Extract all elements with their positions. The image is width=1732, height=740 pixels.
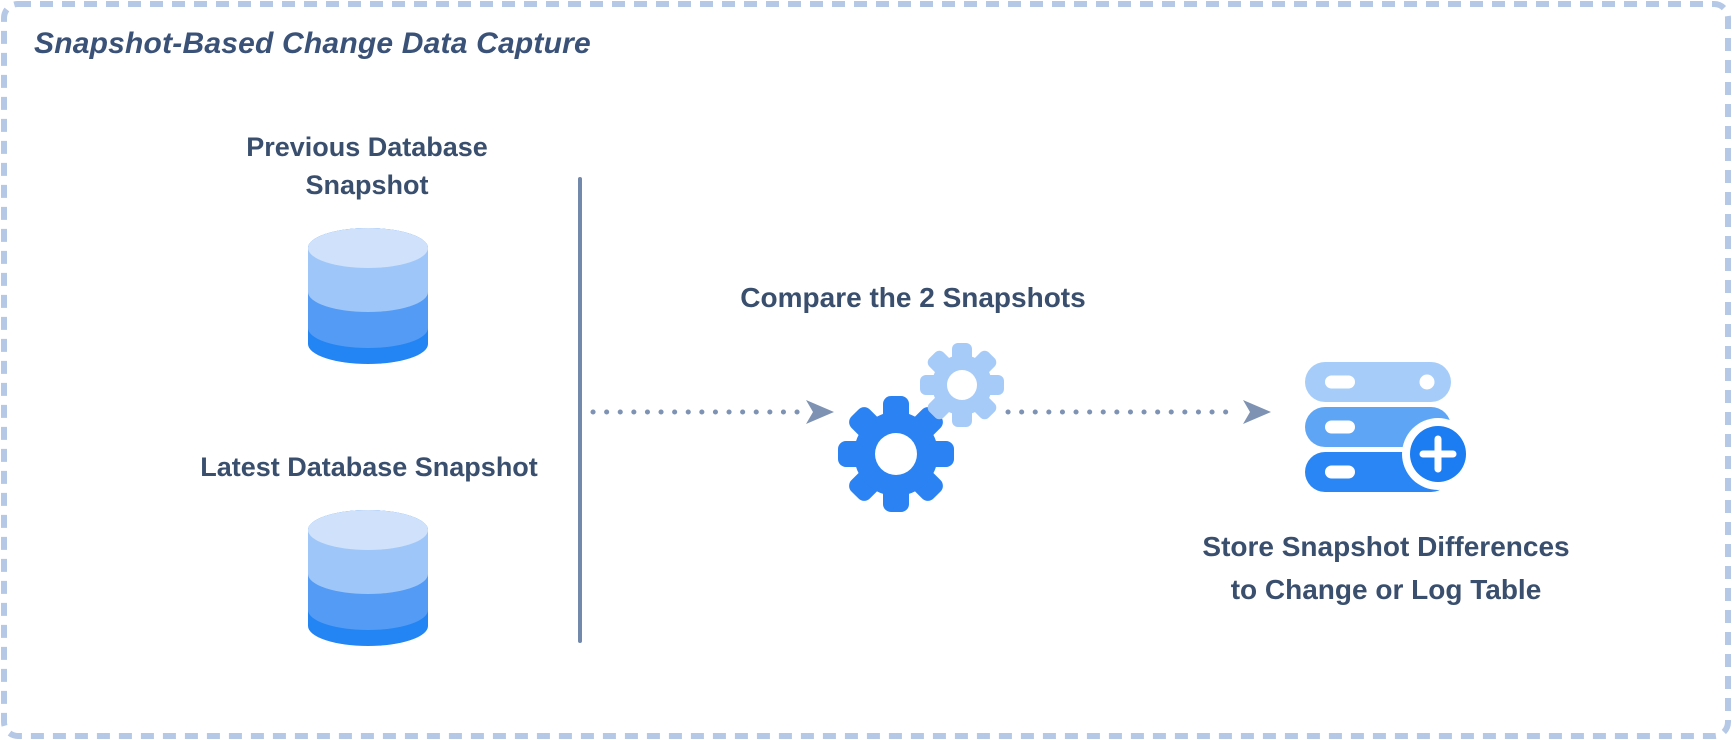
store-label-line1: Store Snapshot Differences bbox=[1202, 531, 1570, 562]
previous-snapshot-label: Previous Database Snapshot bbox=[117, 128, 617, 204]
gears-icon bbox=[838, 343, 1004, 512]
dotted-arrow-icon bbox=[1005, 400, 1271, 424]
database-cylinder-icon bbox=[308, 228, 428, 364]
small-gear-icon bbox=[920, 343, 1004, 427]
store-label: Store Snapshot Differences to Change or … bbox=[1136, 525, 1636, 611]
divider-line bbox=[578, 177, 582, 643]
plus-badge-icon bbox=[1402, 418, 1474, 490]
database-cylinder-icon bbox=[308, 510, 428, 646]
previous-snapshot-label-line2: Snapshot bbox=[305, 170, 429, 200]
dotted-arrow-icon bbox=[590, 400, 834, 424]
previous-snapshot-label-line1: Previous Database bbox=[246, 132, 488, 162]
compare-label: Compare the 2 Snapshots bbox=[740, 282, 1086, 313]
large-gear-icon bbox=[838, 396, 954, 512]
database-add-icon bbox=[1305, 362, 1474, 492]
latest-snapshot-label: Latest Database Snapshot bbox=[200, 452, 538, 482]
diagram-title: Snapshot-Based Change Data Capture bbox=[34, 27, 591, 60]
store-label-line2: to Change or Log Table bbox=[1230, 574, 1542, 605]
